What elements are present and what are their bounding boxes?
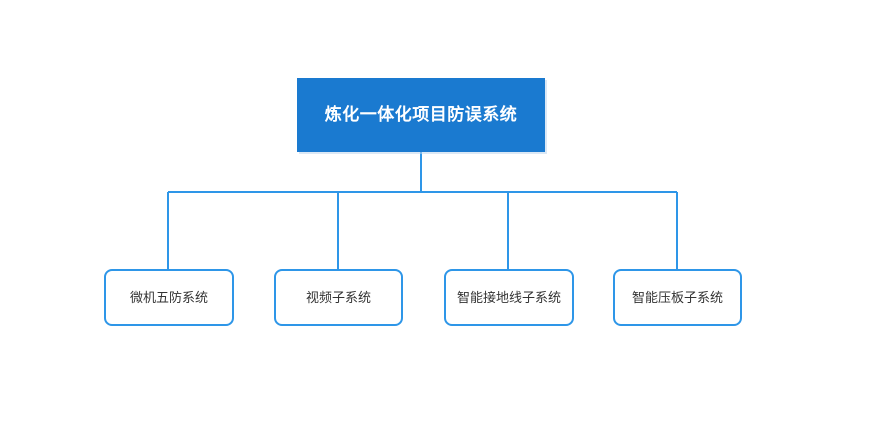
child-node-4[interactable]: 智能压板子系统 [613,269,742,326]
root-node[interactable]: 炼化一体化项目防误系统 [297,78,545,152]
child-node-2-label: 视频子系统 [305,289,371,305]
child-node-3-label: 智能接地线子系统 [456,289,561,305]
child-node-1-label: 微机五防系统 [129,289,208,305]
child-node-1[interactable]: 微机五防系统 [104,269,234,326]
child-node-4-label: 智能压板子系统 [631,289,723,305]
child-node-2[interactable]: 视频子系统 [274,269,403,326]
child-node-3[interactable]: 智能接地线子系统 [444,269,574,326]
root-node-label: 炼化一体化项目防误系统 [324,104,518,124]
